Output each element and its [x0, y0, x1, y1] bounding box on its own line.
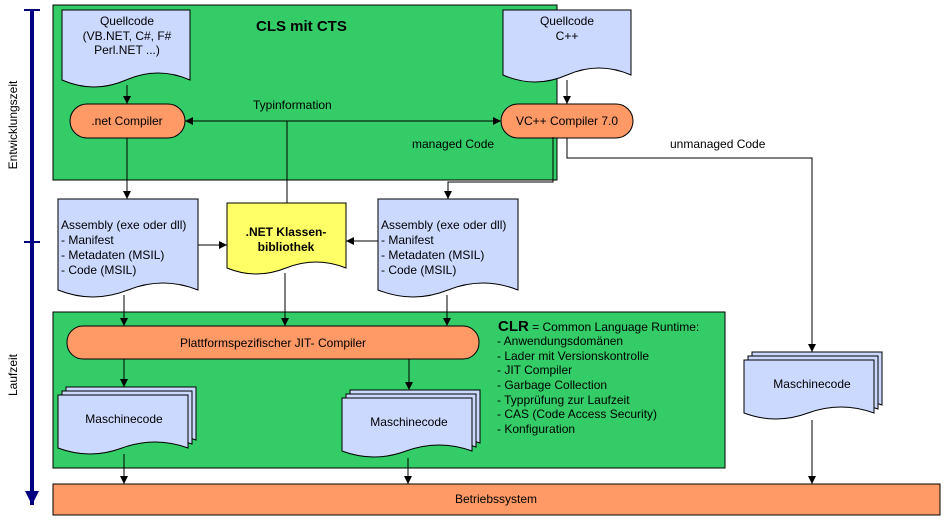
timeline-runtime-label: Laufzeit	[6, 353, 20, 396]
clr-item: - CAS (Code Access Security)	[497, 407, 657, 421]
assembly-right-line-3: - Metadaten (MSIL)	[381, 248, 484, 262]
source-dotnet-line-1: Quellcode	[100, 14, 154, 28]
net-compiler: .net Compiler	[69, 103, 186, 139]
class-library-document: .NET Klassen- bibliothek	[226, 202, 347, 275]
class-library-line-1: .NET Klassen-	[246, 225, 327, 239]
clr-title: CLR = Common Language Runtime:	[498, 318, 699, 335]
typinformation-label: Typinformation	[253, 98, 332, 112]
machinecode-left-label: Maschinecode	[85, 412, 163, 426]
timeline-development-label: Entwicklungszeit	[6, 80, 20, 169]
timeline: Entwicklungszeit Laufzeit	[6, 9, 40, 505]
machinecode-right-label: Maschinecode	[773, 377, 851, 391]
class-library-line-2: bibliothek	[258, 240, 315, 254]
unmanaged-code-label: unmanaged Code	[670, 137, 766, 151]
jit-compiler: Plattformspezifischer JIT- Compiler	[66, 325, 480, 360]
clr-item: - Garbage Collection	[497, 378, 607, 392]
clr-item: - Anwendungsdomänen	[497, 334, 623, 348]
assembly-right-line-2: - Manifest	[381, 233, 434, 247]
cls-cts-title: CLS mit CTS	[256, 18, 347, 35]
source-document-cpp: Quellcode C++	[502, 9, 632, 83]
assembly-right-line-4: - Code (MSIL)	[381, 263, 456, 277]
jit-compiler-label: Plattformspezifischer JIT- Compiler	[180, 336, 366, 350]
assembly-document-left: Assembly (exe oder dll) - Manifest - Met…	[57, 198, 199, 298]
clr-item: - Lader mit Versionskontrolle	[497, 349, 649, 363]
machinecode-middle-label: Maschinecode	[370, 415, 448, 429]
operating-system-bar: Betriebssystem	[52, 483, 941, 516]
source-cpp-line-1: Quellcode	[540, 14, 594, 28]
machinecode-document-middle: Maschinecode	[341, 389, 481, 458]
source-dotnet-line-2: (VB.NET, C#, F#	[83, 29, 172, 43]
arrow-vcpp-managed-to-assembly	[444, 137, 554, 199]
assembly-document-right: Assembly (exe oder dll) - Manifest - Met…	[377, 198, 519, 298]
clr-description: CLR = Common Language Runtime: - Anwendu…	[497, 318, 699, 436]
machinecode-document-right: Maschinecode	[743, 351, 883, 420]
clr-abbr: CLR	[498, 318, 529, 335]
source-document-dotnet: Quellcode (VB.NET, C#, F# Perl.NET ...)	[61, 9, 191, 88]
clr-item: - JIT Compiler	[497, 363, 572, 377]
net-compiler-label: .net Compiler	[91, 114, 162, 128]
vcpp-compiler: VC++ Compiler 7.0	[500, 103, 634, 139]
vcpp-compiler-label: VC++ Compiler 7.0	[516, 114, 618, 128]
arrow-vcpp-unmanaged-to-machinecode	[566, 138, 816, 352]
source-cpp-line-2: C++	[556, 29, 579, 43]
assembly-left-line-2: - Manifest	[61, 233, 114, 247]
assembly-left-line-4: - Code (MSIL)	[61, 263, 136, 277]
machinecode-document-left: Maschinecode	[57, 386, 197, 455]
connectors	[120, 80, 816, 484]
assembly-left-line-3: - Metadaten (MSIL)	[61, 248, 164, 262]
clr-item: - Konfiguration	[497, 422, 575, 436]
managed-code-label: managed Code	[412, 137, 494, 151]
assembly-left-line-1: Assembly (exe oder dll)	[61, 218, 186, 232]
clr-item: - Typprüfung zur Laufzeit	[497, 393, 630, 407]
source-dotnet-line-3: Perl.NET ...)	[94, 43, 160, 57]
operating-system-label: Betriebssystem	[455, 492, 537, 506]
assembly-right-line-1: Assembly (exe oder dll)	[381, 218, 506, 232]
clr-title-rest: = Common Language Runtime:	[529, 320, 699, 334]
